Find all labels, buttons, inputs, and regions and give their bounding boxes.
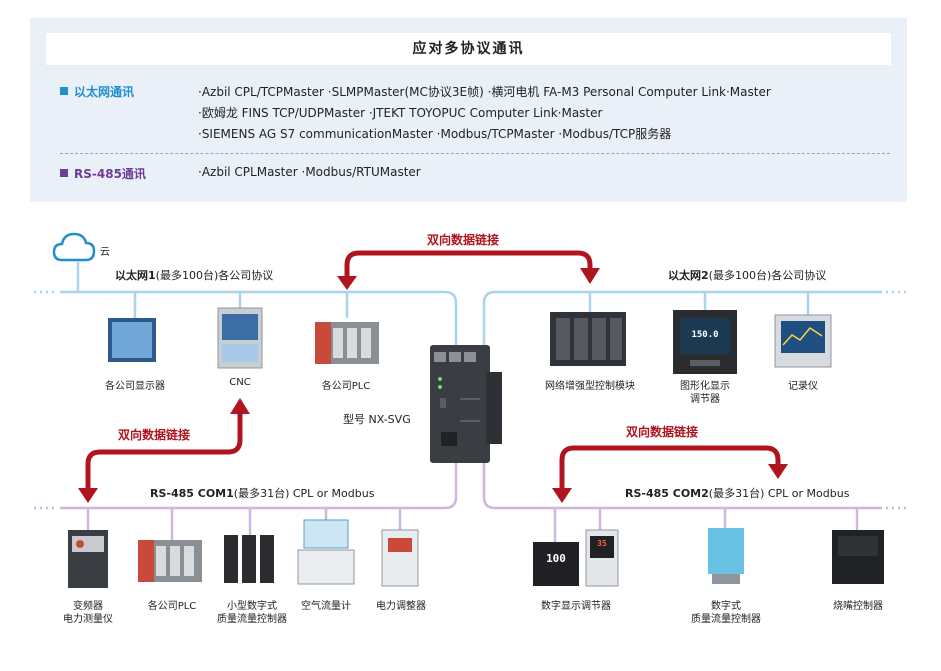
ethernet-category: 以太网通讯 <box>60 83 134 100</box>
model-label: 型号 NX-SVG <box>343 413 411 426</box>
plc-icon <box>138 540 202 582</box>
ethernet2-bus <box>482 290 910 345</box>
ethernet-category-label: 以太网通讯 <box>74 85 135 99</box>
ethernet2-name: 以太网2 <box>668 269 709 282</box>
link-arrow-top <box>344 250 593 282</box>
rs485-protocol-line: ·Azbil CPLMaster ·Modbus/RTUMaster <box>198 165 421 179</box>
cloud-icon <box>52 232 96 262</box>
device-label: 各公司PLC <box>147 601 197 612</box>
ethernet-protocol-line: ·SIEMENS AG S7 communicationMaster ·Modb… <box>198 127 672 141</box>
inverter-icon <box>68 530 108 588</box>
link-label-top: 双向数据链接 <box>427 233 500 247</box>
link-label-left: 双向数据链接 <box>118 428 191 442</box>
digital-controller-icon <box>533 529 619 587</box>
device-label: 数字式 <box>711 601 741 612</box>
square-bullet-icon <box>60 87 68 95</box>
com1-label: RS-485 COM1(最多31台) CPL or Modbus <box>150 485 374 501</box>
ethernet2-desc: (最多100台)各公司协议 <box>708 269 827 282</box>
device-label: 调节器 <box>690 394 720 405</box>
panel-divider <box>60 153 890 154</box>
ethernet-protocol-line: ·欧姆龙 FINS TCP/UDPMaster ·JTEKT TOYOPUC C… <box>198 106 603 120</box>
link-arrow-left <box>85 412 243 490</box>
panel-title: 应对多协议通讯 <box>46 33 891 65</box>
device-label: 变频器 <box>73 601 103 612</box>
device-label: 空气流量计 <box>301 601 351 612</box>
display-monitor-icon <box>108 318 156 362</box>
arrow-head-icon <box>337 276 357 290</box>
rs485-com1-bus <box>34 462 458 540</box>
graphic-controller-icon <box>673 310 737 374</box>
device-label: 各公司显示器 <box>105 381 165 392</box>
burner-controller-icon <box>832 530 884 584</box>
device-label: 质量流量控制器 <box>217 614 287 625</box>
ethernet2-label: 以太网2(最多100台)各公司协议 <box>668 267 826 283</box>
device-label: 各公司PLC <box>321 381 371 392</box>
cloud-label: 云 <box>100 247 110 258</box>
device-label: 烧嘴控制器 <box>833 601 883 612</box>
arrow-head-icon <box>230 398 250 414</box>
rs485-category-label: RS-485通讯 <box>74 167 146 181</box>
square-bullet-icon <box>60 169 68 177</box>
screen-readout: 100 <box>546 552 566 565</box>
device-label: 质量流量控制器 <box>691 614 761 625</box>
device-label: CNC <box>229 377 251 388</box>
com1-name: RS-485 COM1 <box>150 487 234 500</box>
airflow-meter-icon <box>297 519 355 585</box>
ethernet1-name: 以太网1 <box>115 269 156 282</box>
small-mfc-icon <box>224 535 274 583</box>
nx-svg-device-icon <box>430 345 502 463</box>
control-module-icon <box>550 312 626 366</box>
com2-label: RS-485 COM2(最多31台) CPL or Modbus <box>625 485 849 501</box>
device-label: 图形化显示 <box>680 381 730 392</box>
device-label: 电力调整器 <box>376 601 426 612</box>
ethernet1-desc: (最多100台)各公司协议 <box>155 269 274 282</box>
ethernet1-bus <box>34 262 458 345</box>
mfc-icon <box>708 528 744 584</box>
device-label: 小型数字式 <box>227 601 277 612</box>
screen-readout: 150.0 <box>691 330 719 340</box>
com2-desc: (最多31台) CPL or Modbus <box>708 487 850 500</box>
recorder-icon <box>774 314 832 368</box>
com2-name: RS-485 COM2 <box>625 487 709 500</box>
device-label: 记录仪 <box>788 381 818 392</box>
screen-readout: 35 <box>597 539 607 548</box>
ethernet-protocol-line: ·Azbil CPL/TCPMaster ·SLMPMaster(MC协议3E帧… <box>198 85 771 99</box>
link-label-right: 双向数据链接 <box>626 425 699 439</box>
ethernet1-label: 以太网1(最多100台)各公司协议 <box>115 267 273 283</box>
device-label: 网络增强型控制模块 <box>545 381 635 392</box>
device-label: 电力测量仪 <box>63 614 113 625</box>
link-arrow-right <box>559 445 781 490</box>
cnc-icon <box>217 307 263 369</box>
device-label: 数字显示调节器 <box>541 601 611 612</box>
rs485-com2-bus <box>482 462 910 542</box>
arrow-head-icon <box>78 488 98 503</box>
rs485-category: RS-485通讯 <box>60 165 146 182</box>
com1-desc: (最多31台) CPL or Modbus <box>233 487 375 500</box>
plc-icon <box>315 322 379 364</box>
arrow-head-icon <box>768 464 788 479</box>
power-regulator-icon <box>381 529 419 587</box>
arrow-head-icon <box>580 268 600 284</box>
arrow-head-icon <box>552 488 572 503</box>
